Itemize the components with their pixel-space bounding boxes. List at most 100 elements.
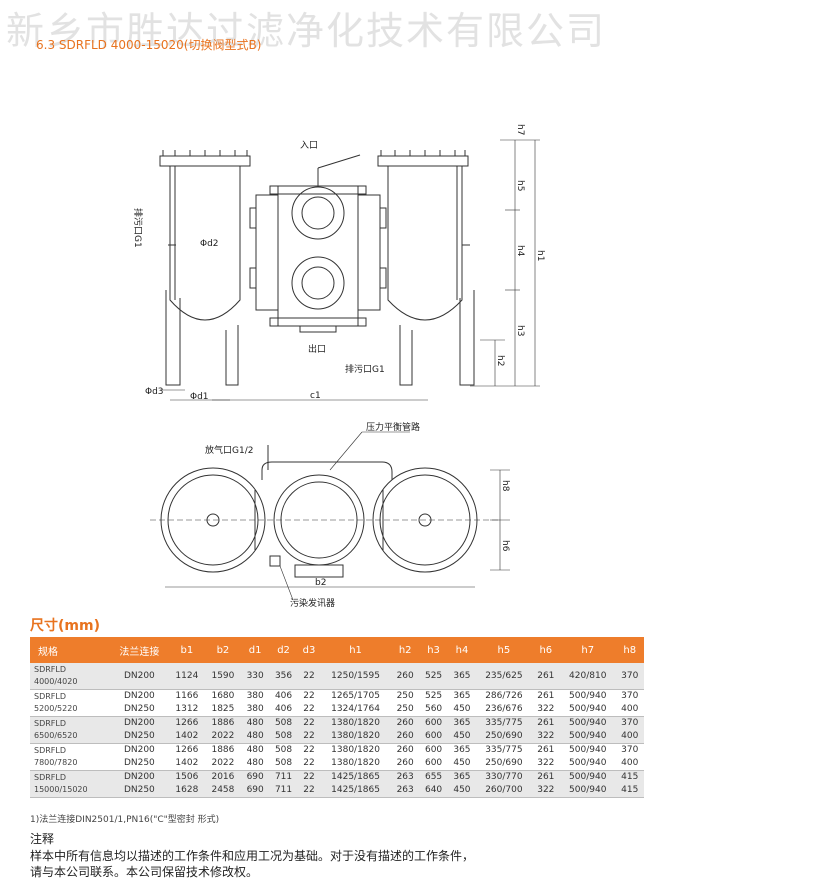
table-cell: 22 bbox=[303, 758, 315, 768]
table-cell: 365 bbox=[453, 745, 471, 755]
table-cell: 711 bbox=[269, 770, 298, 783]
phi-d2-label: Φd2 bbox=[200, 239, 219, 249]
note-line-1: 样本中所有信息均以描述的工作条件和应用工况为基础。对于没有描述的工作条件， bbox=[30, 849, 475, 863]
table-cell: 370 bbox=[621, 745, 639, 755]
table-cell: 22 bbox=[297, 783, 321, 798]
column-header: h3 bbox=[419, 637, 448, 663]
table-cell: 22 bbox=[297, 729, 321, 744]
table-cell: 1680 bbox=[211, 691, 235, 701]
table-cell: 1380/1820 bbox=[331, 745, 380, 755]
table-cell: 380 bbox=[246, 691, 264, 701]
table-cell: 322 bbox=[531, 729, 561, 744]
table-cell: 406 bbox=[274, 704, 293, 714]
model-name: SDRFLD bbox=[34, 719, 67, 728]
drain-left-label: 排污口G1 bbox=[132, 208, 144, 248]
column-header: h2 bbox=[390, 637, 420, 663]
table-cell: DN250 bbox=[123, 758, 155, 768]
table-cell: 640 bbox=[419, 783, 448, 798]
table-cell: 286/726 bbox=[485, 691, 523, 701]
table-cell: 1425/1865 bbox=[320, 770, 391, 783]
column-header: h5 bbox=[476, 637, 532, 663]
model-variant: 15000/15020 bbox=[34, 785, 88, 794]
outlet-label: 出口 bbox=[308, 343, 326, 355]
model-variant: 4000/4020 bbox=[34, 677, 78, 686]
table-cell: 2458 bbox=[204, 783, 241, 798]
table-cell: 356 bbox=[269, 663, 298, 690]
table-cell: 480 bbox=[246, 758, 264, 768]
column-header: h6 bbox=[531, 637, 561, 663]
model-name: SDRFLD bbox=[34, 692, 67, 701]
column-header: 法兰连接 bbox=[109, 637, 169, 663]
table-cell: 22 bbox=[303, 704, 315, 714]
table-cell: 370 bbox=[615, 663, 644, 690]
table-cell: 330/770 bbox=[476, 770, 532, 783]
table-cell: 400 bbox=[621, 704, 639, 714]
table-cell: 1380/1820 bbox=[331, 758, 380, 768]
column-header: d3 bbox=[297, 637, 321, 663]
model-name: SDRFLD bbox=[34, 746, 67, 755]
table-cell: 22 bbox=[297, 770, 321, 783]
table-cell: 365 bbox=[447, 663, 477, 690]
c1-label: c1 bbox=[310, 391, 321, 401]
table-cell: 1628 bbox=[168, 783, 205, 798]
table-cell: 600 bbox=[424, 745, 443, 755]
table-cell: 480 bbox=[246, 745, 264, 755]
table-cell: 322 bbox=[537, 704, 555, 714]
table-cell: 508 bbox=[274, 758, 293, 768]
table-cell: 560 bbox=[424, 704, 443, 714]
table-cell: 1590 bbox=[204, 663, 241, 690]
table-cell: 600 bbox=[424, 758, 443, 768]
technical-drawing: 入口 出口 排污口G1 排污口G1 Φd2 Φd3 Φd1 c1 h7 h5 h… bbox=[132, 124, 545, 609]
table-cell: 711 bbox=[269, 783, 298, 798]
note-line-2: 请与本公司联系。本公司保留技术修改权。 bbox=[30, 865, 259, 879]
column-header: b1 bbox=[168, 637, 205, 663]
table-cell: 2016 bbox=[204, 770, 241, 783]
table-cell: 261 bbox=[531, 770, 561, 783]
table-cell: 1506 bbox=[168, 770, 205, 783]
table-cell: 600 bbox=[419, 729, 448, 744]
table-cell: 260 bbox=[396, 758, 414, 768]
table-cell: 365 bbox=[447, 770, 477, 783]
notes-title: 注释 bbox=[30, 832, 55, 846]
inlet-label: 入口 bbox=[300, 140, 318, 151]
table-cell: 1266 bbox=[175, 745, 199, 755]
table-cell: 335/775 bbox=[485, 745, 523, 755]
table-cell: 600 bbox=[419, 716, 448, 729]
table-cell: 500/940 bbox=[560, 783, 616, 798]
table-cell: 380 bbox=[246, 704, 264, 714]
table-cell: 450 bbox=[453, 758, 471, 768]
table-cell: 235/625 bbox=[476, 663, 532, 690]
table-cell: 370 bbox=[615, 716, 644, 729]
column-header: h8 bbox=[615, 637, 644, 663]
table-cell: 2022 bbox=[211, 758, 235, 768]
table-cell: DN250 bbox=[109, 783, 169, 798]
table-cell: 22 bbox=[297, 716, 321, 729]
width-dimension-lines bbox=[160, 389, 428, 401]
table-cell: DN200 bbox=[123, 745, 155, 755]
table-cell: 1312 bbox=[175, 704, 199, 714]
table-cell: 500/940 bbox=[569, 691, 607, 701]
table-cell: 2022 bbox=[204, 729, 241, 744]
table-cell: 500/940 bbox=[569, 758, 607, 768]
table-cell: 1380/1820 bbox=[320, 729, 391, 744]
drain-right-label: 排污口G1 bbox=[345, 363, 385, 375]
table-cell: 450 bbox=[447, 729, 477, 744]
model-name: SDRFLD bbox=[34, 665, 67, 674]
table-cell: 261 bbox=[531, 663, 561, 690]
b2-label: b2 bbox=[315, 578, 326, 588]
table-cell: 330 bbox=[240, 663, 270, 690]
table-cell: 450 bbox=[447, 783, 477, 798]
h8-label: h8 bbox=[500, 480, 510, 492]
table-cell: 508 bbox=[274, 745, 293, 755]
table-cell: 480 bbox=[240, 729, 270, 744]
table-cell: 22 bbox=[303, 745, 315, 755]
h2-label: h2 bbox=[495, 355, 505, 366]
left-tank-outline bbox=[159, 150, 251, 386]
table-cell: 500/940 bbox=[569, 745, 607, 755]
table-cell: 260 bbox=[396, 745, 414, 755]
